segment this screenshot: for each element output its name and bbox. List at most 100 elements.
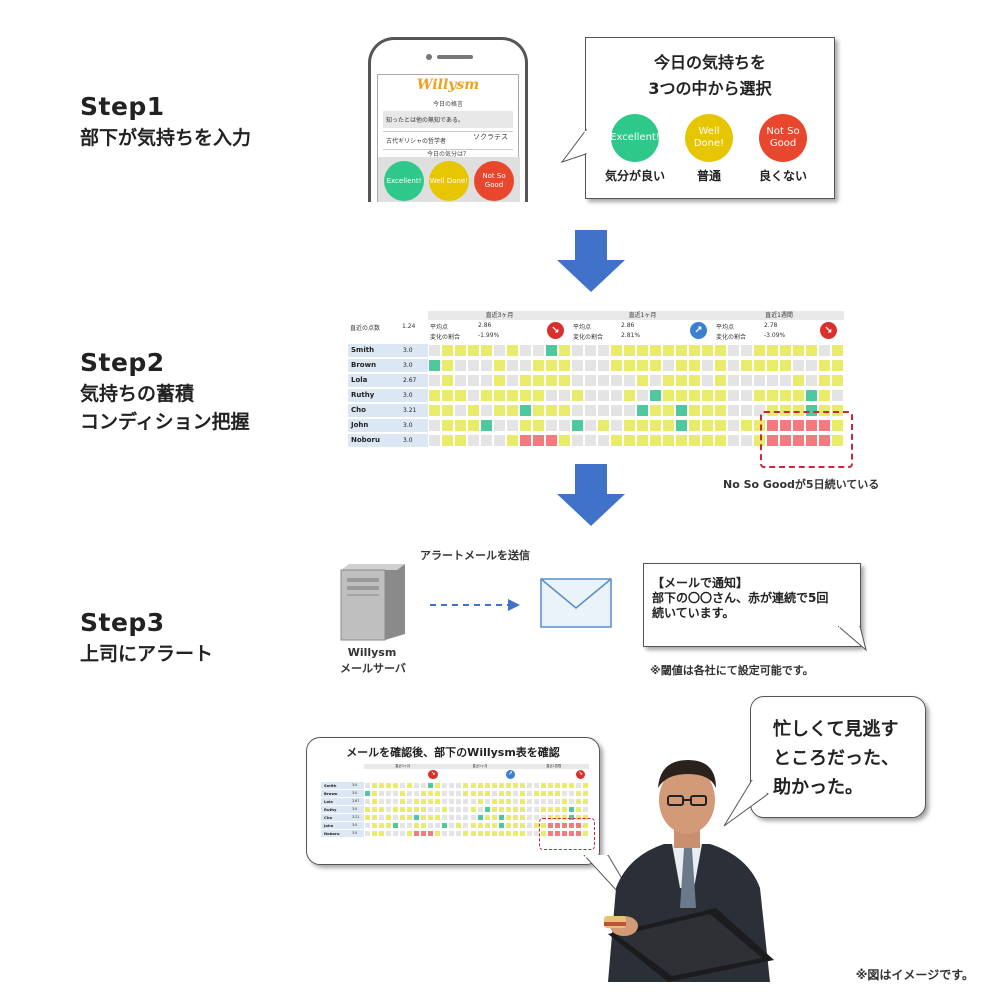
mood-cell [567,814,575,822]
mood-cell [504,798,512,806]
mood-cell [480,359,493,372]
mood-cell [581,822,589,830]
mood-cell [649,344,662,357]
mood-cell [623,359,636,372]
mood-cell [584,344,597,357]
mood-cell [371,798,379,806]
well-done-icon: Well Done! [685,114,733,162]
mood-cell [441,374,454,387]
alert-note: No So Goodが5日続いている [723,478,880,491]
mood-cell [581,781,589,789]
mood-cell [364,822,372,830]
mood-cell [467,389,480,402]
phone-speaker [437,55,473,59]
mood-cell [818,374,831,387]
mood-cell [574,789,582,797]
mood-cell [636,374,649,387]
mood-cell [371,814,379,822]
mood-cell [455,814,463,822]
mood-cell [649,419,662,432]
mood-cell [597,374,610,387]
mood-cell [378,830,386,838]
mood-cell [610,404,623,417]
mood-cell [532,806,540,814]
mood-cell [662,404,675,417]
mood-cell [511,822,519,830]
mood-cell [476,789,484,797]
mood-cell [483,789,491,797]
mood-cell [399,789,407,797]
mood-cell [727,344,740,357]
mood-cell [649,389,662,402]
mood-cell [399,806,407,814]
mood-cell [805,374,818,387]
phone-mood-excellent-button[interactable]: Excellent! [384,161,424,201]
mood-cell [378,798,386,806]
mood-cell [688,434,701,447]
mood-cell [406,830,414,838]
mood-cell [584,359,597,372]
mood-cell [792,374,805,387]
mood-cell [467,359,480,372]
mood-cell [584,389,597,402]
mood-cell [558,344,571,357]
mood-cell [454,419,467,432]
mood-cell [649,359,662,372]
member-name: Noboru [321,830,350,838]
mood-cell [497,814,505,822]
phone-mood-welldone-button[interactable]: Well Done! [429,161,469,201]
mood-cell [455,789,463,797]
mood-cell [506,344,519,357]
mood-cell [413,781,421,789]
mood-cell [454,434,467,447]
mood-cell [483,822,491,830]
mood-cell [818,344,831,357]
change-value: -3.09% [764,332,786,339]
mood-cell [662,374,675,387]
mood-cell [493,419,506,432]
avg-label: 平均点 [716,324,735,331]
mood-cell [779,419,792,432]
mood-cell [766,374,779,387]
mood-cell [392,806,400,814]
mood-cell [818,359,831,372]
mood-cell [519,434,532,447]
mood-cell [553,781,561,789]
member-score: 3.0 [349,806,365,814]
mood-cell [469,822,477,830]
mood-cell [727,434,740,447]
member-name: John [348,419,400,432]
mood-cell [434,822,442,830]
mood-cell [560,781,568,789]
mood-cell [662,434,675,447]
member-name: Ruthy [348,389,400,402]
mood-cell [469,830,477,838]
bubble-title-line2: 3つの中から選択 [648,79,772,98]
mood-cell [504,781,512,789]
businessman-photo [604,760,774,982]
mood-cell [406,789,414,797]
mood-cell [434,830,442,838]
mood-cell [493,374,506,387]
mood-cell [701,389,714,402]
mood-cell [441,344,454,357]
mood-cell [427,798,435,806]
mood-cell [623,434,636,447]
mood-cell [427,830,435,838]
mood-cell [525,822,533,830]
mood-cell [545,344,558,357]
member-name: Noboru [348,434,400,447]
phone-mood-notsogood-button[interactable]: Not So Good [474,161,514,201]
mood-cell [480,344,493,357]
mood-cell [597,404,610,417]
mood-cell [597,434,610,447]
mood-cell [567,798,575,806]
mood-cell [364,798,372,806]
mood-cell [371,806,379,814]
mood-cell [740,434,753,447]
mood-cell [434,798,442,806]
mood-cell [558,434,571,447]
mood-cell [581,789,589,797]
mood-cell [779,389,792,402]
mood-cell [779,434,792,447]
